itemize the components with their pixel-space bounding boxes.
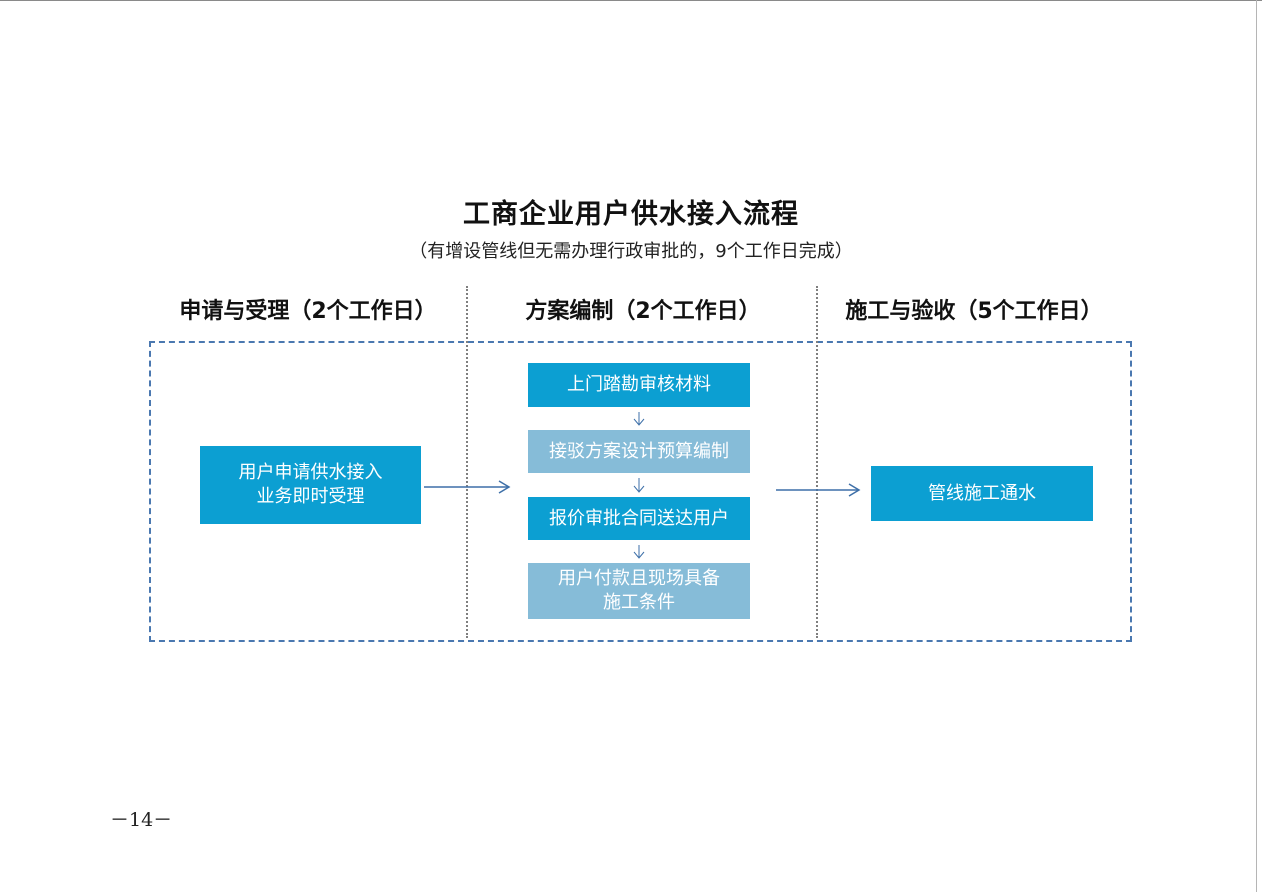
node-site-survey-label: 上门踏勘审核材料: [567, 374, 711, 395]
node-payment-ready-line2: 施工条件: [603, 592, 675, 613]
page-right-border: [1256, 0, 1257, 892]
node-site-survey: 上门踏勘审核材料: [528, 363, 750, 407]
node-connection-design-label: 接驳方案设计预算编制: [549, 440, 729, 462]
node-pipeline-construction-label: 管线施工通水: [928, 482, 1036, 504]
node-connection-design: 接驳方案设计预算编制: [528, 430, 750, 473]
node-quote-contract: 报价审批合同送达用户: [528, 497, 750, 540]
phase-header-design: 方案编制（2个工作日）: [525, 299, 761, 324]
page-top-border: [0, 0, 1262, 1]
phase-header-construction: 施工与验收（5个工作日）: [845, 299, 1103, 324]
node-payment-ready-line1: 用户付款且现场具备: [558, 568, 720, 589]
page-number: －14－: [110, 809, 173, 831]
diagram-title: 工商企业用户供水接入流程: [463, 199, 799, 230]
node-apply-accept: 用户申请供水接入 业务即时受理: [200, 446, 421, 524]
node-apply-line1: 用户申请供水接入: [238, 462, 383, 483]
node-apply-line2: 业务即时受理: [256, 486, 365, 507]
phase-divider-2: [816, 286, 818, 638]
diagram-subtitle: （有增设管线但无需办理行政审批的，9个工作日完成）: [409, 241, 853, 262]
node-quote-contract-label: 报价审批合同送达用户: [549, 507, 729, 529]
process-frame: [149, 341, 1132, 642]
phase-header-application: 申请与受理（2个工作日）: [179, 299, 437, 324]
node-payment-ready: 用户付款且现场具备 施工条件: [528, 563, 750, 619]
phase-divider-1: [466, 286, 468, 638]
node-pipeline-construction: 管线施工通水: [871, 466, 1093, 521]
